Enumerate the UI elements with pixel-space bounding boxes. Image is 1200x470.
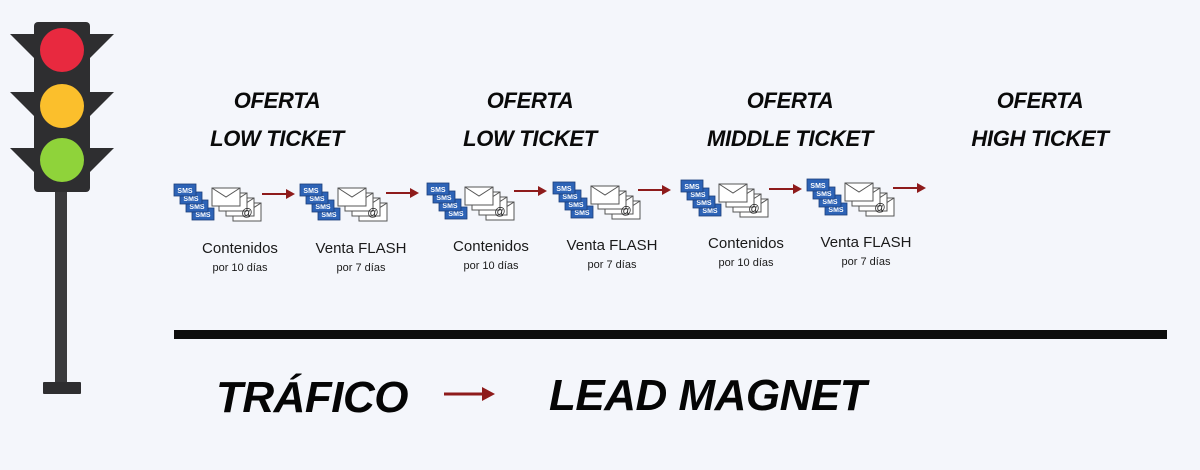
step-label-3: Contenidos por 10 días <box>426 238 556 274</box>
offer-heading-line2: LOW TICKET <box>463 126 597 151</box>
svg-text:SMS: SMS <box>315 204 331 211</box>
svg-text:SMS: SMS <box>195 212 211 219</box>
svg-text:@: @ <box>494 206 505 218</box>
red-light <box>40 28 84 72</box>
offer-heading-line2: MIDDLE TICKET <box>707 126 873 151</box>
step-label-4: Venta FLASH por 7 días <box>547 237 677 273</box>
arrow-right-icon <box>769 184 802 194</box>
svg-text:SMS: SMS <box>702 208 718 215</box>
svg-text:SMS: SMS <box>430 187 446 194</box>
arrow-right-icon <box>514 186 547 196</box>
svg-text:SMS: SMS <box>822 199 838 206</box>
svg-text:@: @ <box>748 203 759 215</box>
svg-text:SMS: SMS <box>574 210 590 217</box>
green-light <box>40 138 84 182</box>
svg-text:@: @ <box>241 207 252 219</box>
svg-text:SMS: SMS <box>684 184 700 191</box>
step-subtitle: por 7 días <box>841 256 891 268</box>
arrow-right-icon <box>386 188 419 198</box>
step-title: Contenidos <box>202 240 278 257</box>
step-title: Venta FLASH <box>315 240 407 257</box>
offer-heading-4: OFERTA HIGH TICKET <box>930 82 1150 158</box>
offer-heading-3: OFERTA MIDDLE TICKET <box>680 82 900 158</box>
step-label-5: Contenidos por 10 días <box>681 235 811 271</box>
yellow-light <box>40 84 84 128</box>
step-title: Contenidos <box>708 235 784 252</box>
offer-heading-line2: HIGH TICKET <box>971 126 1109 151</box>
svg-text:SMS: SMS <box>189 204 205 211</box>
step-label-1: Contenidos por 10 días <box>175 240 305 276</box>
offer-heading-line1: OFERTA <box>996 88 1084 113</box>
svg-text:SMS: SMS <box>321 212 337 219</box>
svg-text:SMS: SMS <box>562 194 578 201</box>
divider <box>174 330 1167 339</box>
svg-text:SMS: SMS <box>183 196 199 203</box>
svg-text:SMS: SMS <box>309 196 325 203</box>
step-title: Venta FLASH <box>566 237 658 254</box>
offer-heading-line1: OFERTA <box>486 88 574 113</box>
arrow-right-icon <box>638 185 671 195</box>
step-subtitle: por 7 días <box>587 259 637 271</box>
svg-text:SMS: SMS <box>448 211 464 218</box>
step-title: Venta FLASH <box>820 234 912 251</box>
step-subtitle: por 10 días <box>463 260 519 272</box>
svg-text:@: @ <box>620 205 631 217</box>
svg-text:SMS: SMS <box>828 207 844 214</box>
traffic-label: TRÁFICO <box>216 373 409 422</box>
svg-text:SMS: SMS <box>177 188 193 195</box>
traffic-light-icon <box>10 22 114 394</box>
svg-text:SMS: SMS <box>816 191 832 198</box>
offer-heading-2: OFERTA LOW TICKET <box>420 82 640 158</box>
step-title: Contenidos <box>453 238 529 255</box>
lead-magnet-label: LEAD MAGNET <box>549 371 867 420</box>
svg-text:@: @ <box>874 202 885 214</box>
offer-heading-line1: OFERTA <box>746 88 834 113</box>
arrow-right-icon <box>262 189 295 199</box>
svg-text:SMS: SMS <box>690 192 706 199</box>
svg-text:SMS: SMS <box>568 202 584 209</box>
arrow-right-icon <box>893 183 926 193</box>
step-subtitle: por 10 días <box>718 257 774 269</box>
svg-text:SMS: SMS <box>436 195 452 202</box>
svg-text:SMS: SMS <box>303 188 319 195</box>
svg-text:SMS: SMS <box>556 186 572 193</box>
step-subtitle: por 7 días <box>336 262 386 274</box>
svg-text:SMS: SMS <box>442 203 458 210</box>
step-label-6: Venta FLASH por 7 días <box>801 234 931 270</box>
arrow-right-icon <box>444 387 495 401</box>
offer-heading-line1: OFERTA <box>233 88 321 113</box>
offer-heading-1: OFERTA LOW TICKET <box>167 82 387 158</box>
svg-text:@: @ <box>367 207 378 219</box>
svg-text:SMS: SMS <box>810 183 826 190</box>
step-subtitle: por 10 días <box>212 262 268 274</box>
offer-heading-line2: LOW TICKET <box>210 126 344 151</box>
step-label-2: Venta FLASH por 7 días <box>296 240 426 276</box>
svg-text:SMS: SMS <box>696 200 712 207</box>
